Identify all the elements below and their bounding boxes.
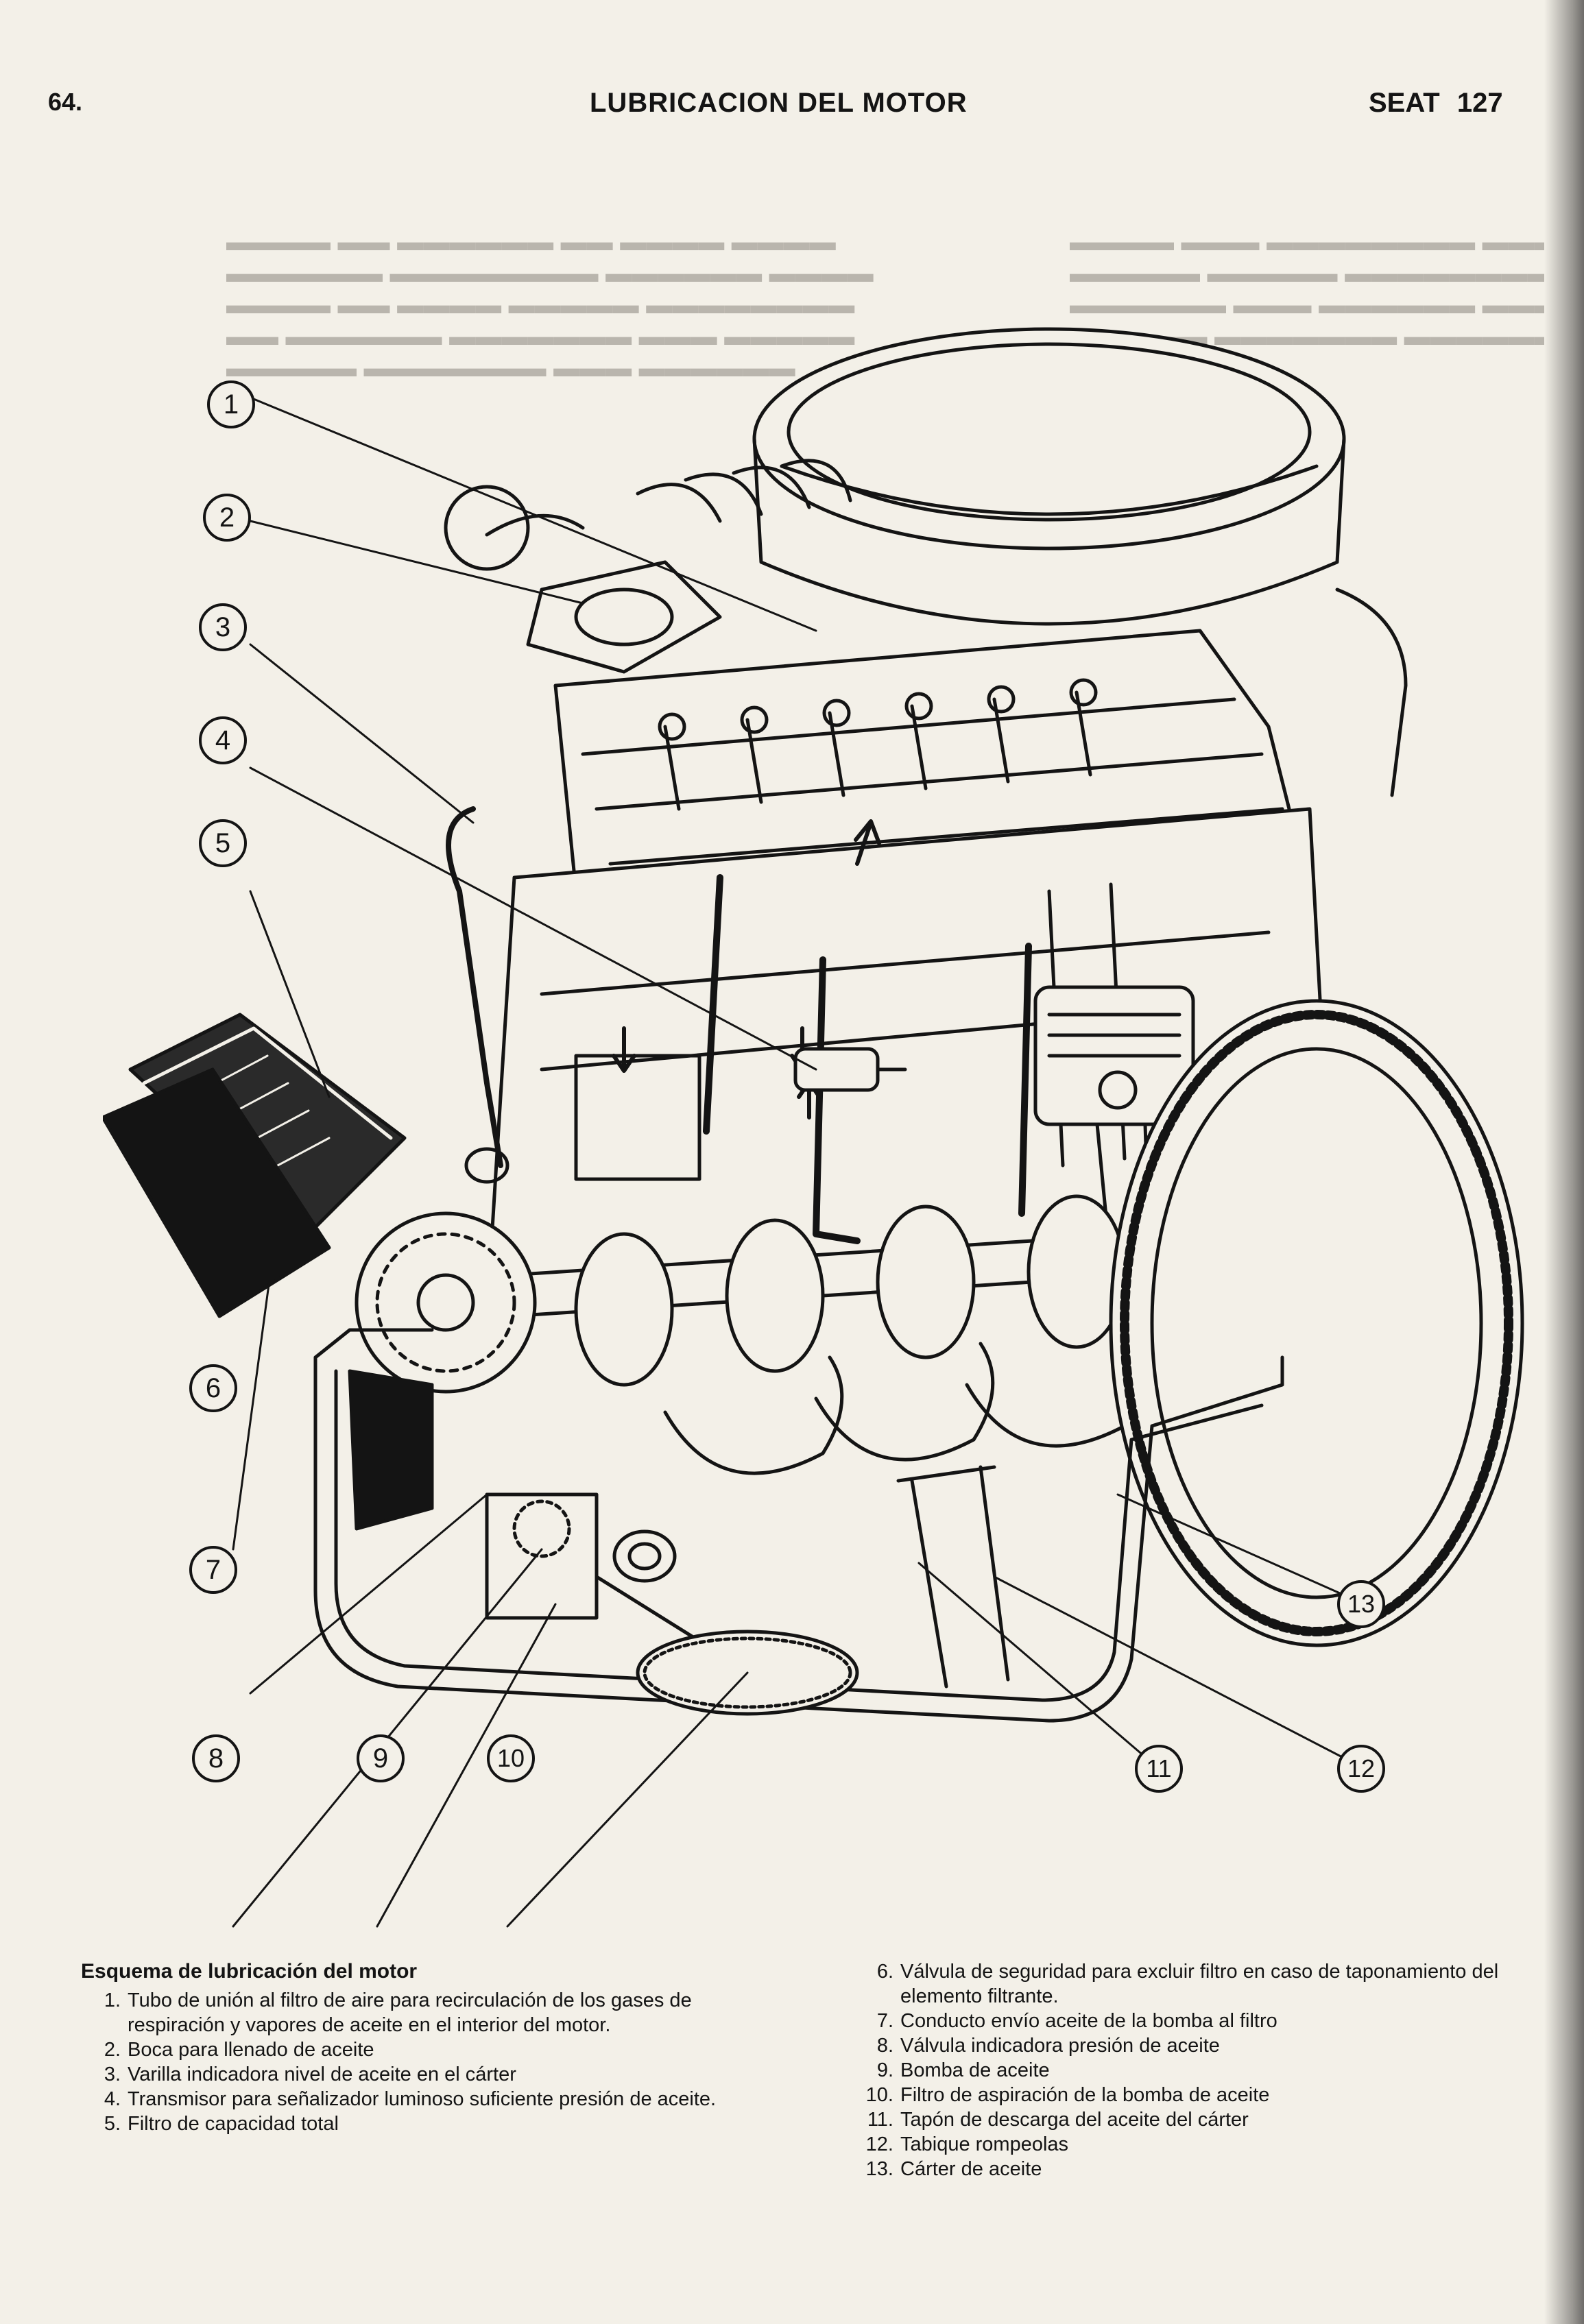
- callout-13: 13: [1337, 1580, 1385, 1628]
- oil-filter-cartridge: [103, 1013, 407, 1318]
- callout-8: 8: [192, 1734, 240, 1782]
- drain-plug: [612, 1529, 677, 1583]
- brand-model: SEAT 127: [1369, 88, 1503, 119]
- page-number: 64.: [48, 88, 83, 116]
- crankshaft: [384, 1194, 1262, 1475]
- brand-label: SEAT: [1369, 88, 1440, 118]
- flywheel: [1109, 999, 1524, 1647]
- callout-7: 7: [189, 1546, 237, 1594]
- caption-item: 3.Varilla indicadora nivel de aceite en …: [104, 2063, 516, 2085]
- callout-10: 10: [487, 1734, 535, 1782]
- caption-title: Esquema de lubricación del motor: [81, 1960, 418, 1983]
- caption-item: 8.Válvula indicadora presión de aceite: [876, 2035, 1220, 2057]
- caption-item: 11.Tapón de descarga del aceite del cárt…: [867, 2109, 1249, 2131]
- callout-11: 11: [1135, 1745, 1183, 1793]
- caption-right: 6.Válvula de seguridad para excluir filt…: [861, 1959, 1553, 2181]
- caption-item: 12.Tabique rompeolas: [865, 2133, 1069, 2155]
- callout-2: 2: [203, 494, 251, 542]
- bleed-through-texture: ▬▬▬▬ ▬▬ ▬▬▬▬▬▬ ▬▬ ▬▬▬▬ ▬▬▬▬ ▬▬▬▬▬▬ ▬▬▬▬▬…: [226, 228, 874, 383]
- model-label: 127: [1456, 88, 1503, 118]
- callout-5: 5: [199, 819, 247, 867]
- caption-item: 9.Bomba de aceite: [876, 2059, 1050, 2081]
- caption-item: 1.Tubo de unión al filtro de aire para r…: [104, 1989, 692, 2036]
- oil-filler-cap: [526, 560, 722, 674]
- caption-item: 4.Transmisor para señalizador luminoso s…: [104, 2088, 717, 2110]
- air-filter-housing: [752, 327, 1408, 797]
- callout-4: 4: [199, 716, 247, 764]
- caption-item: 2.Boca para llenado de aceite: [104, 2039, 374, 2061]
- caption-item: 6.Válvula de seguridad para excluir filt…: [876, 1961, 1499, 2007]
- oil-pressure-transmitter: [793, 1047, 907, 1092]
- callout-3: 3: [199, 603, 247, 651]
- timing-gear: [355, 1211, 537, 1394]
- page-title: LUBRICACION DEL MOTOR: [590, 88, 968, 118]
- caption-item: 13.Cárter de aceite: [865, 2158, 1042, 2180]
- caption-item: 5.Filtro de capacidad total: [104, 2113, 339, 2135]
- caption-left: Esquema de lubricación del motor 1.Tubo …: [81, 1959, 767, 2136]
- callout-9: 9: [357, 1734, 405, 1782]
- callout-1: 1: [207, 380, 255, 428]
- page-edge-shadow: [1544, 0, 1584, 2324]
- spark-plug-leads: [444, 459, 852, 571]
- caption-item: 7.Conducto envío aceite de la bomba al f…: [876, 2010, 1277, 2032]
- oil-pump: [485, 1492, 708, 1647]
- caption-item: 10.Filtro de aspiración de la bomba de a…: [865, 2084, 1270, 2106]
- engine-lubrication-diagram: [103, 327, 1524, 1928]
- callout-12: 12: [1337, 1745, 1385, 1793]
- callout-6: 6: [189, 1364, 237, 1412]
